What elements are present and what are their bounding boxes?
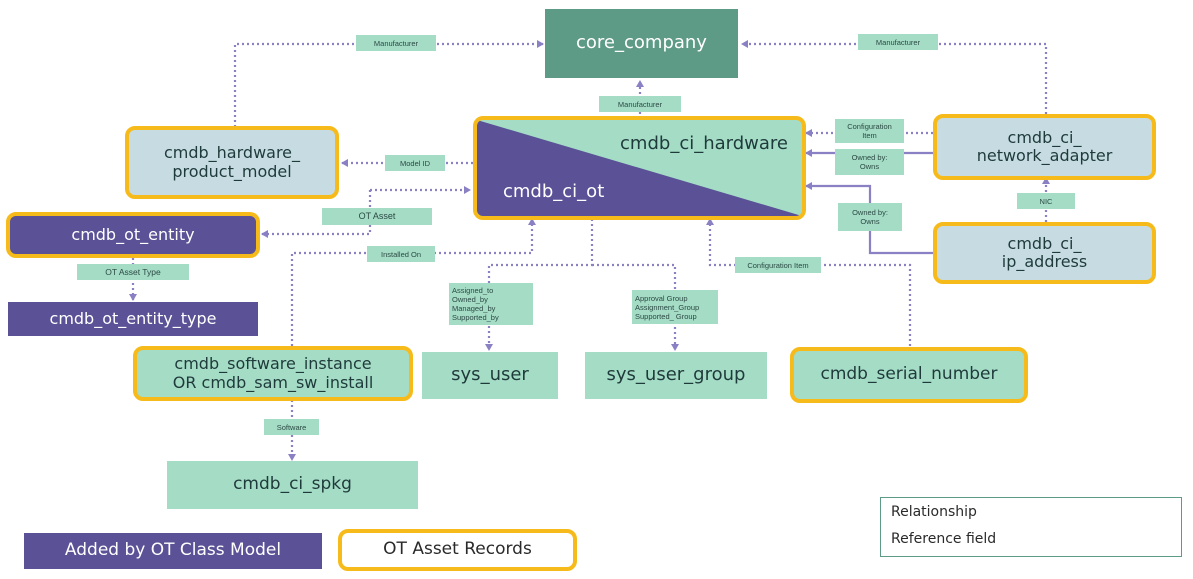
node-cmdb-ci-hardware: cmdb_ci_hardware cmdb_ci_ot [473,116,806,220]
legend-ot-asset-records: OT Asset Records [338,529,577,571]
edge-ot-to-entity [261,190,372,238]
node-sys-user: sys_user [422,352,558,399]
edge-label-user-fields: Assigned_to Owned_by Managed_by Supporte… [449,283,533,325]
legend-relationship-label: Relationship [891,504,977,520]
edge-label-installed-on: Installed On [367,246,435,262]
node-cmdb-software-instance: cmdb_software_instance OR cmdb_sam_sw_in… [133,346,413,401]
node-cmdb-ot-entity: cmdb_ot_entity [6,212,260,258]
node-cmdb-serial-number: cmdb_serial_number [790,347,1028,403]
edge-label-owned-by-owns-ip: Owned by: Owns [838,203,902,231]
node-cmdb-ci-ip-address: cmdb_ci_ ip_address [933,222,1156,284]
edge-label-manufacturer-center: Manufacturer [599,96,681,112]
edge-label-software: Software [264,419,319,435]
edge-label-manufacturer-right: Manufacturer [858,34,938,50]
edge-label-owned-by-owns-top: Owned by: Owns [835,149,904,175]
node-cmdb-hardware-product-model: cmdb_hardware_ product_model [125,126,339,199]
edge-label-ot-asset: OT Asset [322,208,432,225]
edge-label-model-id: Model ID [385,155,445,171]
node-cmdb-ci-spkg: cmdb_ci_spkg [167,461,418,509]
legend-added-by-ot: Added by OT Class Model [24,533,322,569]
node-core-company: core_company [545,9,738,78]
edge-label-nic: NIC [1017,193,1075,209]
label-cmdb-ci-ot: cmdb_ci_ot [503,181,605,202]
edge-label-configuration-item-serial: Configuration Item [735,257,821,273]
label-cmdb-ci-hardware: cmdb_ci_hardware [620,133,788,154]
node-cmdb-ot-entity-type: cmdb_ot_entity_type [8,302,258,336]
edge-netadapter-to-core [741,40,1048,114]
edge-label-configuration-item-top: Configuration Item [835,119,904,143]
edge-label-group-fields: Approval Group Assignment_Group Supporte… [632,290,718,324]
node-sys-user-group: sys_user_group [585,352,767,399]
ot-subclass-triangle [477,120,802,216]
node-cmdb-ci-network-adapter: cmdb_ci_ network_adapter [933,114,1156,180]
edge-hwmodel-to-core [233,40,544,127]
edge-serial-to-hardware [706,218,912,346]
edge-label-ot-asset-type: OT Asset Type [77,264,189,280]
legend-reference-field-label: Reference field [891,531,997,547]
edge-software-to-ot [290,218,536,346]
legend-box: Relationship Reference field [880,497,1182,557]
edge-label-manufacturer-left: Manufacturer [356,35,436,51]
